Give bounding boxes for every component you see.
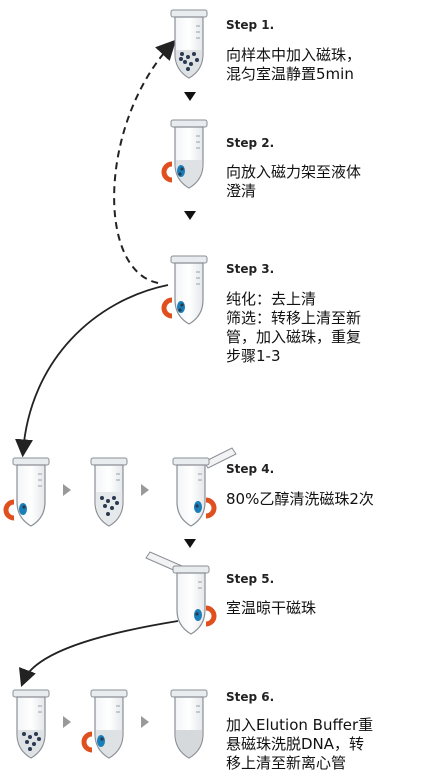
tube-step4-b xyxy=(90,457,128,527)
magnet-icon xyxy=(81,731,93,753)
step-2-label: Step 2. xyxy=(226,136,275,150)
step5-to-step6-arrow xyxy=(19,620,179,688)
step-6-line: 悬磁珠洗脱DNA，转 xyxy=(226,735,365,753)
step-3-line: 纯化：去上清 xyxy=(226,290,317,308)
step-5-description: 室温晾干磁珠 xyxy=(226,599,316,618)
step-3-line: 筛选：转移上清至新 xyxy=(226,309,362,327)
magnetic-beads-icon xyxy=(22,732,41,751)
step-3-description: 纯化：去上清 筛选：转移上清至新 管，加入磁珠，重复 步骤1-3 xyxy=(226,290,361,366)
step-6-description: 加入Elution Buffer重 悬磁珠洗脱DNA，转 移上清至新离心管 xyxy=(226,716,373,773)
step-3-line: 管，加入磁珠，重复 xyxy=(226,328,362,346)
triangle-right-icon xyxy=(63,484,71,496)
step-3-line: 步骤1-3 xyxy=(226,347,281,365)
tube-lid-open xyxy=(203,447,237,469)
step-4-label: Step 4. xyxy=(226,462,275,476)
step-4-line: 80%乙醇清洗磁珠2次 xyxy=(226,490,374,508)
magnet-icon xyxy=(161,161,173,183)
step-1-line: 混匀室温静置5min xyxy=(226,65,354,83)
triangle-right-icon xyxy=(141,716,149,728)
microcentrifuge-tube-icon xyxy=(170,119,208,189)
step-4-description: 80%乙醇清洗磁珠2次 xyxy=(226,490,374,509)
step-3-label: Step 3. xyxy=(226,262,275,276)
tube-step6-a xyxy=(12,689,50,759)
magnetic-beads-icon xyxy=(177,165,185,177)
step-6-line: 移上清至新离心管 xyxy=(226,754,347,772)
connectors xyxy=(14,39,179,688)
tube-step2 xyxy=(161,119,208,189)
step-6-line: 加入Elution Buffer重 xyxy=(226,716,374,734)
magnetic-beads-icon xyxy=(97,735,105,747)
tube-step1 xyxy=(170,9,208,79)
tube-step3 xyxy=(161,255,208,325)
microcentrifuge-tube-icon xyxy=(90,689,128,759)
triangle-right-icon xyxy=(63,716,71,728)
magnetic-beads-icon xyxy=(177,301,185,313)
magnetic-beads-icon xyxy=(194,609,202,621)
microcentrifuge-tube-icon xyxy=(12,689,50,759)
step-2-description: 向放入磁力架至液体 澄清 xyxy=(226,163,361,201)
tube-step4-a xyxy=(3,457,50,527)
microcentrifuge-tube-icon xyxy=(170,9,208,79)
microcentrifuge-tube-icon xyxy=(90,457,128,527)
down-arrows xyxy=(184,92,196,548)
tube-step6-b xyxy=(81,689,128,759)
magnet-icon xyxy=(3,499,15,521)
triangle-down-icon xyxy=(184,211,196,220)
repeat-dashed-arrow xyxy=(113,39,177,284)
microcentrifuge-tube-icon xyxy=(172,565,210,635)
microcentrifuge-tube-icon xyxy=(12,457,50,527)
triangle-right-icon xyxy=(141,484,149,496)
magnetic-beads-icon xyxy=(179,52,199,71)
step-6-label: Step 6. xyxy=(226,690,275,704)
magnetic-beads-icon xyxy=(194,501,202,513)
step-2-line: 澄清 xyxy=(226,182,257,200)
step-5-label: Step 5. xyxy=(226,572,275,586)
magnetic-beads-icon xyxy=(19,503,27,515)
step-5-line: 室温晾干磁珠 xyxy=(226,599,317,617)
magnet-icon xyxy=(161,297,173,319)
magnetic-beads-icon xyxy=(100,496,119,516)
tube-step4-c xyxy=(172,447,237,527)
tube-step5 xyxy=(145,551,217,635)
triangle-down-icon xyxy=(184,539,196,548)
magnet-icon xyxy=(205,497,217,519)
step-1-label: Step 1. xyxy=(226,18,275,32)
step3-to-step4-arrow xyxy=(14,284,169,458)
microcentrifuge-tube-icon xyxy=(172,457,210,527)
right-arrows xyxy=(63,484,149,728)
microcentrifuge-tube-icon xyxy=(170,255,208,325)
step-1-description: 向样本中加入磁珠， 混匀室温静置5min xyxy=(226,46,361,84)
step-2-line: 向放入磁力架至液体 xyxy=(226,163,362,181)
step-1-line: 向样本中加入磁珠， xyxy=(226,46,362,64)
microcentrifuge-tube-icon xyxy=(170,689,208,759)
magnet-icon xyxy=(205,605,217,627)
triangle-down-icon xyxy=(184,92,196,101)
tube-step6-c xyxy=(170,689,208,759)
